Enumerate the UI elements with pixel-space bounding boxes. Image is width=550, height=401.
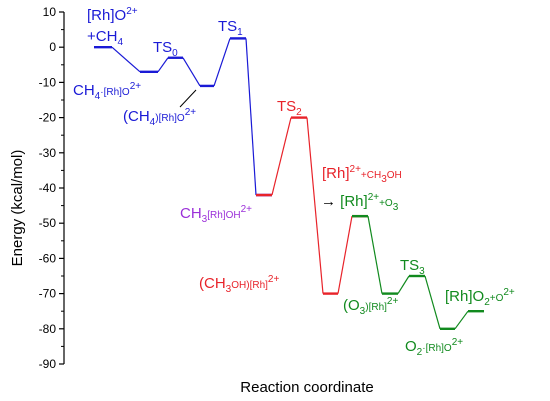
connector-line (424, 275, 441, 329)
state-label: CH4·[Rh]O2+ (73, 81, 141, 102)
connector-line (397, 275, 410, 294)
series-3 (352, 214, 484, 330)
y-tick-label: -40 (39, 181, 57, 195)
state-label: TS3 (400, 257, 425, 277)
state-label: → [Rh]2++O3 (321, 192, 399, 213)
annotation-pointer (179, 89, 197, 108)
y-tick-label: -10 (39, 75, 57, 89)
y-tick-label: -90 (39, 357, 57, 371)
y-axis-label: Energy (kcal/mol) (9, 150, 26, 267)
connector-line (367, 216, 383, 294)
connector-line (306, 117, 324, 294)
y-tick-label: 10 (43, 5, 57, 19)
connector-line (182, 57, 201, 87)
state-label: +CH4 (87, 28, 123, 48)
x-axis-label: Reaction coordinate (240, 379, 373, 396)
connector-line (157, 57, 169, 73)
y-tick-label: -80 (39, 322, 57, 336)
state-label: [Rh]O2+ (87, 6, 138, 24)
y-tick-label: -70 (39, 287, 57, 301)
state-label: O2·[Rh]O2+ (405, 337, 463, 358)
y-tick-label: -50 (39, 216, 57, 230)
state-label: (O3)[Rh]2+ (343, 296, 398, 317)
connector-line (213, 38, 231, 87)
y-tick-label: 0 (49, 40, 56, 54)
connector-line (245, 38, 257, 196)
state-label: TS2 (277, 98, 302, 118)
series-0 (94, 37, 272, 197)
connector-line (337, 216, 353, 294)
state-label: TS0 (153, 39, 178, 59)
state-label: CH3[Rh]OH2+ (180, 204, 252, 225)
axis-layer: 10 0 -10 -20 -30 -40 -50 -60 -70 -80 -90 (39, 5, 65, 371)
series-layer (94, 37, 484, 330)
y-tick-label: -20 (39, 111, 57, 125)
y-tick-label: -30 (39, 146, 57, 160)
connector-line (111, 46, 141, 73)
state-label: (CH3OH)[Rh]2+ (199, 274, 279, 295)
connector-line (454, 310, 469, 330)
state-label: [Rh]2++CH3OH (322, 164, 402, 185)
state-label: TS1 (218, 18, 243, 38)
y-tick-label: -60 (39, 251, 57, 265)
state-label: [Rh]O2+O2+ (445, 287, 515, 308)
connector-line (271, 117, 292, 196)
state-label: (CH4)[Rh]O2+ (123, 107, 196, 128)
